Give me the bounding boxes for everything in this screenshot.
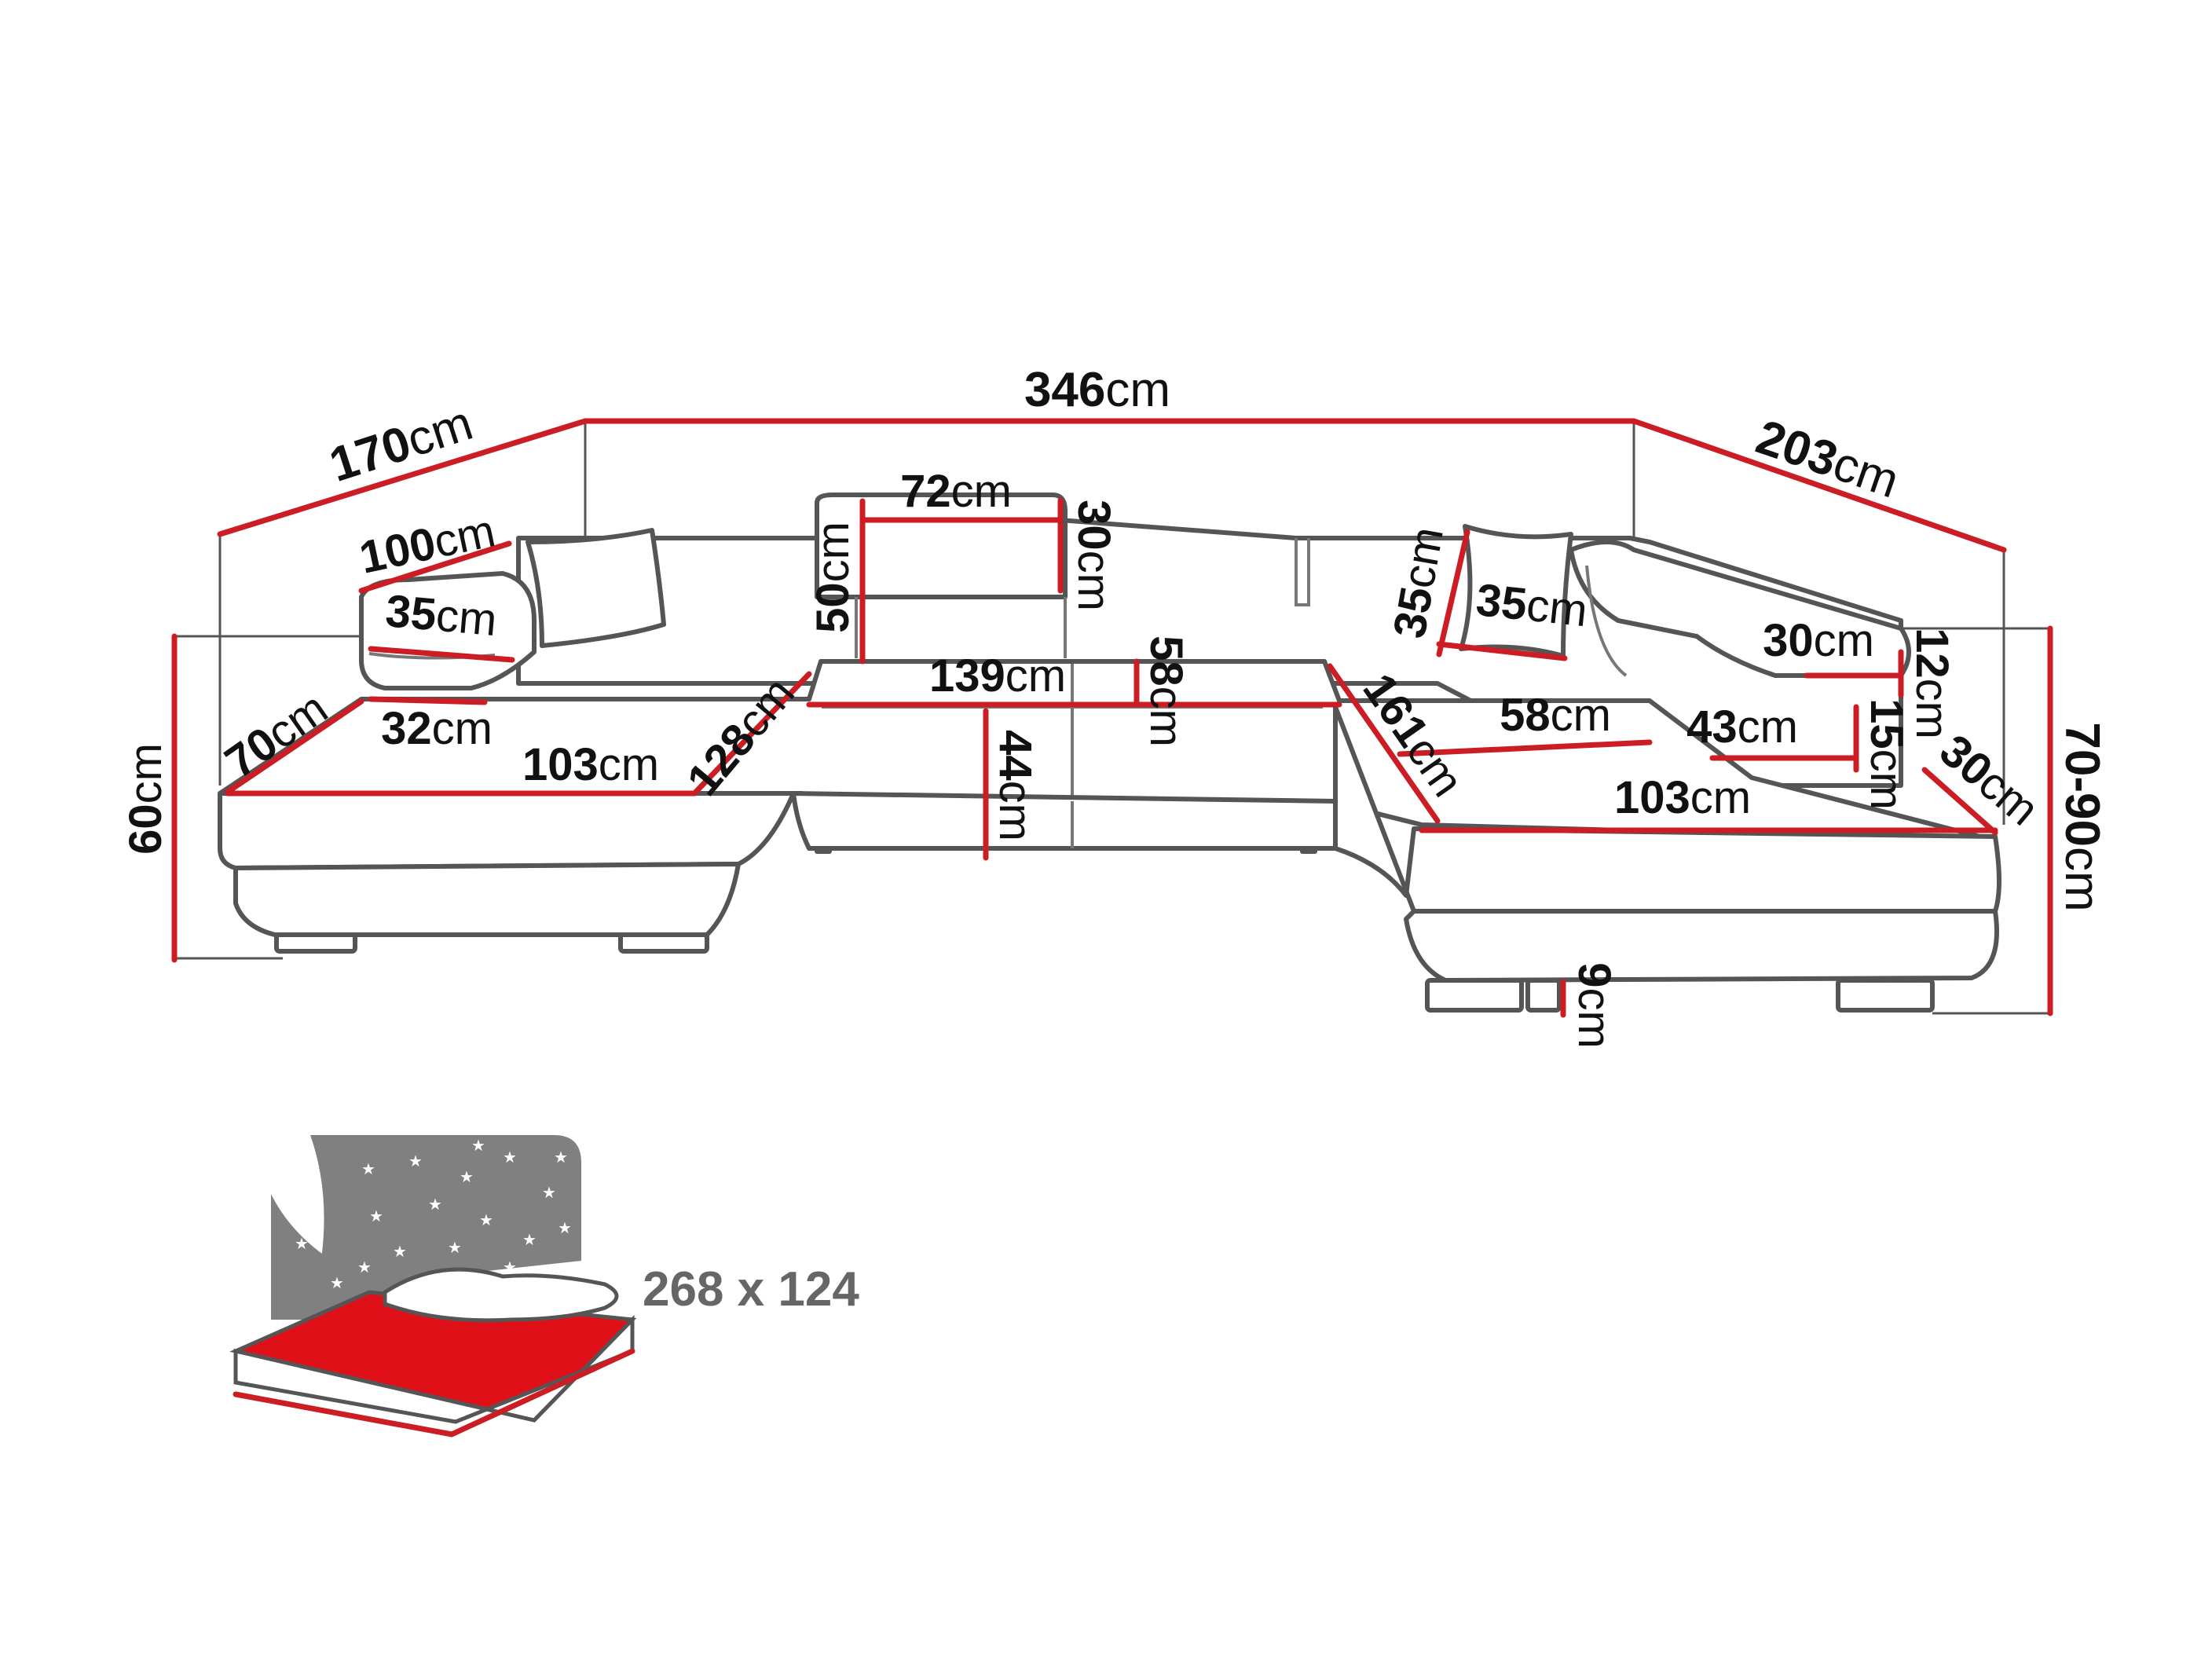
- dim-label-right-headrest-height: 35cm: [1383, 523, 1453, 642]
- dim-label-right-depth: 203cm: [1749, 410, 1905, 509]
- svg-text:★: ★: [554, 1148, 568, 1166]
- left-chaise-front: [218, 791, 796, 870]
- svg-text:★: ★: [479, 1210, 493, 1229]
- svg-text:★: ★: [428, 1195, 442, 1214]
- dim-label-middle-seat-depth: 58cm: [1141, 635, 1192, 747]
- pillow-icon: [383, 1267, 619, 1323]
- svg-text:★: ★: [460, 1167, 474, 1186]
- dim-label-leg-height: 9cm: [1569, 962, 1620, 1049]
- bed-size-label: 268 x 124: [643, 1262, 859, 1317]
- dim-label-headrest-depth: 30cm: [1068, 500, 1119, 611]
- star-icon: ★★★ ★★★ ★★★ ★★★ ★★★ ★★★: [295, 1136, 572, 1292]
- svg-text:★: ★: [408, 1152, 423, 1170]
- svg-text:★: ★: [542, 1183, 556, 1202]
- dim-label-right-armrest-width: 30cm: [1763, 615, 1874, 666]
- svg-text:★: ★: [503, 1148, 517, 1166]
- dim-label-middle-seat-width: 139cm: [929, 650, 1066, 701]
- svg-text:★: ★: [369, 1207, 383, 1225]
- night-sky-left: [271, 1194, 408, 1320]
- svg-text:★: ★: [503, 1258, 517, 1276]
- right-chaise-front: [1333, 705, 2001, 914]
- sofa-legs: [274, 830, 1935, 1013]
- dim-label-right-seat-depth: 58cm: [1500, 690, 1611, 741]
- middle-seat-front: [791, 791, 1338, 851]
- svg-text:★: ★: [393, 1242, 407, 1261]
- left-pillow: [526, 528, 666, 648]
- dimension-lines: [171, 418, 2053, 1018]
- dim-label-right-seat-width: 103cm: [1614, 772, 1751, 823]
- svg-text:★: ★: [357, 1258, 372, 1276]
- dim-label-overall-width: 346cm: [1024, 363, 1170, 417]
- dim-label-right-arm-thickness: 15cm: [1861, 698, 1912, 810]
- dim-label-seat-height: 44cm: [990, 730, 1041, 841]
- right-headrest: [1569, 540, 1911, 678]
- svg-text:★: ★: [361, 1159, 375, 1178]
- dim-label-headrest-width: 72cm: [900, 466, 1012, 517]
- dim-label-right-headrest-width: 35cm: [1474, 574, 1590, 636]
- svg-text:★: ★: [471, 1136, 485, 1155]
- right-chaise-base: [1404, 909, 1999, 983]
- dim-label-back-height: 50cm: [808, 522, 859, 633]
- dim-label-right-armrest-height: 12cm: [1906, 628, 1957, 739]
- night-sky: [310, 1135, 581, 1312]
- dim-label-left-armrest-width: 35cm: [383, 585, 499, 646]
- dim-label-right-arm-length: 43cm: [1686, 701, 1798, 753]
- svg-text:★: ★: [558, 1218, 572, 1237]
- svg-text:★: ★: [295, 1234, 309, 1253]
- svg-text:★: ★: [522, 1230, 537, 1249]
- svg-text:★: ★: [448, 1238, 462, 1257]
- dim-label-right-arm-depth: 30cm: [1930, 725, 2048, 836]
- left-chaise-base: [233, 862, 741, 937]
- dim-label-left-seat-width: 103cm: [522, 739, 659, 790]
- dim-label-overall-height: 70-90cm: [2055, 722, 2109, 911]
- bed-function-icon: ★★★ ★★★ ★★★ ★★★ ★★★ ★★★ 268 x 124: [229, 1135, 859, 1437]
- dim-label-left-armrest-depth: 32cm: [381, 703, 493, 754]
- svg-text:★: ★: [330, 1273, 344, 1292]
- extension-lines: [174, 421, 2050, 1015]
- dim-label-left-height: 60cm: [120, 743, 171, 855]
